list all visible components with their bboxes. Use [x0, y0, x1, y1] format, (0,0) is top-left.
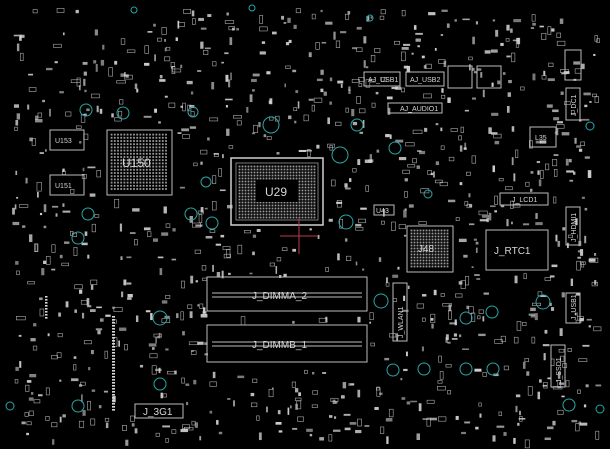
- scattered-components: [12, 8, 602, 449]
- crosshair-icon: [280, 218, 318, 254]
- connector-j-dimma-2[interactable]: J_DIMMA_2: [206, 276, 368, 312]
- aj-usb2-label: AJ_USB2: [410, 77, 440, 84]
- j-usb1-label: J_USB1: [571, 294, 578, 320]
- j-wlan1-label: J_WLAN1: [398, 306, 405, 338]
- left-pin-header: [45, 296, 115, 411]
- connector-block-top-right: [447, 65, 502, 89]
- j-dc1-label: J_DC1: [571, 94, 578, 116]
- u150-label: U150: [122, 156, 151, 170]
- u150-ball-grid: [110, 133, 167, 190]
- connector-j-ssd1[interactable]: J_SSD1: [550, 344, 566, 388]
- l35-label: L35: [535, 135, 547, 142]
- vias-layer: [5, 4, 605, 414]
- connector-j-hdmi1[interactable]: J_HDMI1: [565, 206, 581, 246]
- chip-u153[interactable]: U153: [49, 129, 85, 151]
- chip-u29[interactable]: U29: [230, 157, 324, 226]
- connector-j-usb2[interactable]: [564, 49, 582, 81]
- j-dimmb-1-label: J_DIMMB_1: [252, 340, 307, 351]
- chip-u43[interactable]: U43: [373, 204, 395, 216]
- connector-j-rtc1[interactable]: J_RTC1: [485, 229, 549, 271]
- chip-j48[interactable]: J48: [406, 225, 454, 273]
- j-hdmi1-label: J_HDMI1: [571, 213, 578, 242]
- j-ssd1-label: J_SSD1: [556, 357, 563, 383]
- aj-audio1-label: AJ_AUDIO1: [400, 106, 438, 113]
- u151-label: U151: [55, 183, 72, 190]
- j-rtc1-label: J_RTC1: [494, 246, 531, 257]
- connector-aj-usb1[interactable]: AJ_USB1: [363, 71, 401, 87]
- connector-j-3g1[interactable]: J_3G1: [134, 403, 184, 419]
- connector-j-usb1[interactable]: J_USB1: [565, 292, 581, 324]
- inductor-l35[interactable]: L35: [529, 126, 557, 148]
- j48-ball-grid: [410, 229, 449, 268]
- connector-aj-audio1[interactable]: AJ_AUDIO1: [387, 102, 443, 114]
- j-lcd1-label: J_LCD1: [512, 197, 537, 204]
- connector-j-dc1[interactable]: J_DC1: [565, 87, 581, 121]
- connector-j-wlan1[interactable]: J_WLAN1: [392, 282, 408, 342]
- u29-label: U29: [265, 185, 287, 199]
- u43-label: U43: [376, 208, 389, 215]
- j-3g1-label: J_3G1: [143, 407, 173, 418]
- aj-usb1-label: AJ_USB1: [368, 77, 398, 84]
- connector-j-lcd1[interactable]: J_LCD1: [499, 192, 549, 206]
- chip-u150[interactable]: U150: [106, 129, 173, 196]
- connector-j-dimmb-1[interactable]: J_DIMMB_1: [206, 324, 368, 363]
- j48-label: J48: [418, 244, 435, 255]
- chip-u151[interactable]: U151: [49, 174, 85, 196]
- u153-label: U153: [55, 138, 72, 145]
- j-dimma-2-label: J_DIMMA_2: [252, 291, 307, 302]
- connector-aj-usb2[interactable]: AJ_USB2: [405, 71, 445, 87]
